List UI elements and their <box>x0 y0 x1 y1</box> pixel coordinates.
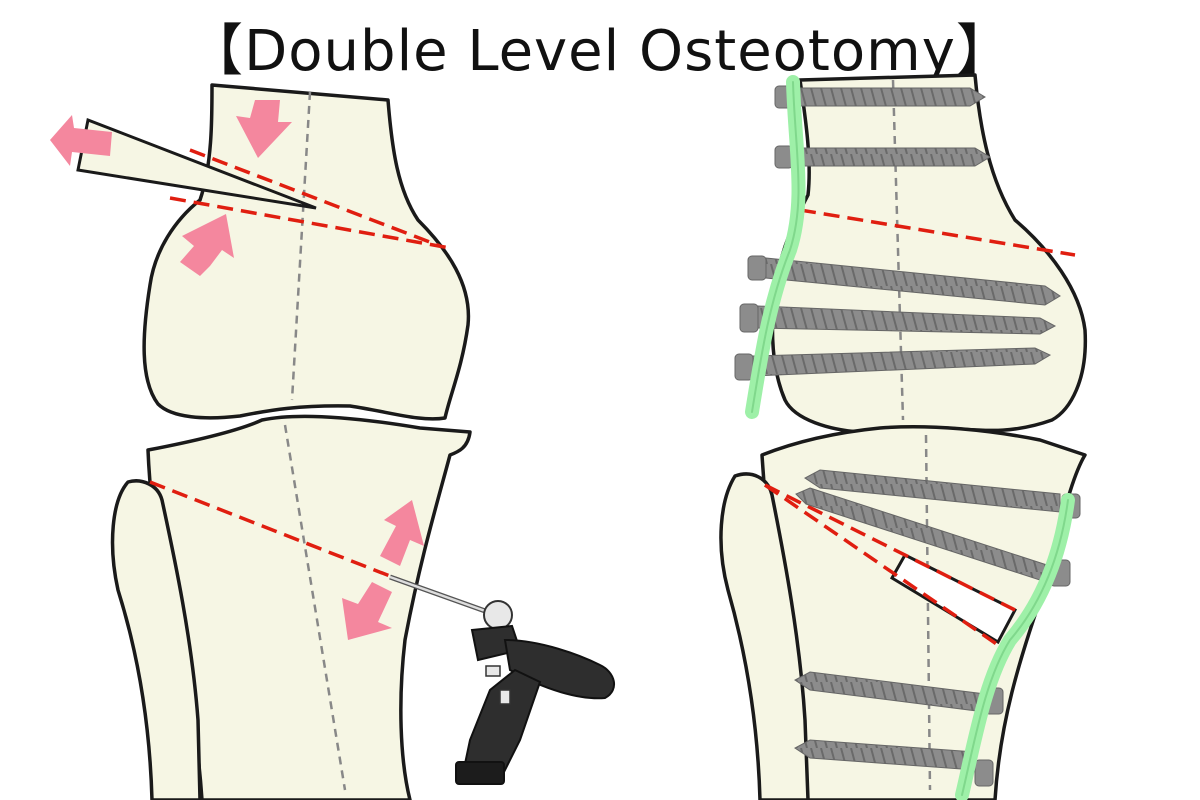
tibial-screws <box>794 469 1081 787</box>
femoral-screws <box>734 85 1061 381</box>
wedge-removal-arrow-icon <box>50 115 112 166</box>
left-panel <box>50 83 615 800</box>
bone-screw-icon <box>739 303 1057 335</box>
diagram-title: 【Double Level Osteotomy】 <box>187 19 1013 84</box>
bone-screw-icon <box>774 145 991 169</box>
left-tibia-axis <box>283 424 347 791</box>
left-femur <box>142 83 471 421</box>
bone-screw-icon <box>774 85 986 109</box>
tibial-cut-line <box>149 480 401 582</box>
bone-screw-icon <box>794 739 994 787</box>
opening-arrow-up-icon <box>380 500 424 566</box>
oscillating-saw-icon <box>389 574 615 785</box>
compression-arrow-down-icon <box>236 100 292 158</box>
compression-arrow-up-icon <box>180 214 234 276</box>
opening-arrow-down-icon <box>342 582 392 640</box>
tibial-open-wedge <box>889 553 1018 645</box>
right-panel <box>719 73 1088 800</box>
right-femur <box>770 73 1088 435</box>
bone-screw-icon <box>734 347 1052 381</box>
femoral-cut-line-upper <box>189 148 441 248</box>
bone-screw-icon <box>747 255 1061 306</box>
right-fibula <box>719 472 810 800</box>
left-femur-axis <box>290 91 312 401</box>
